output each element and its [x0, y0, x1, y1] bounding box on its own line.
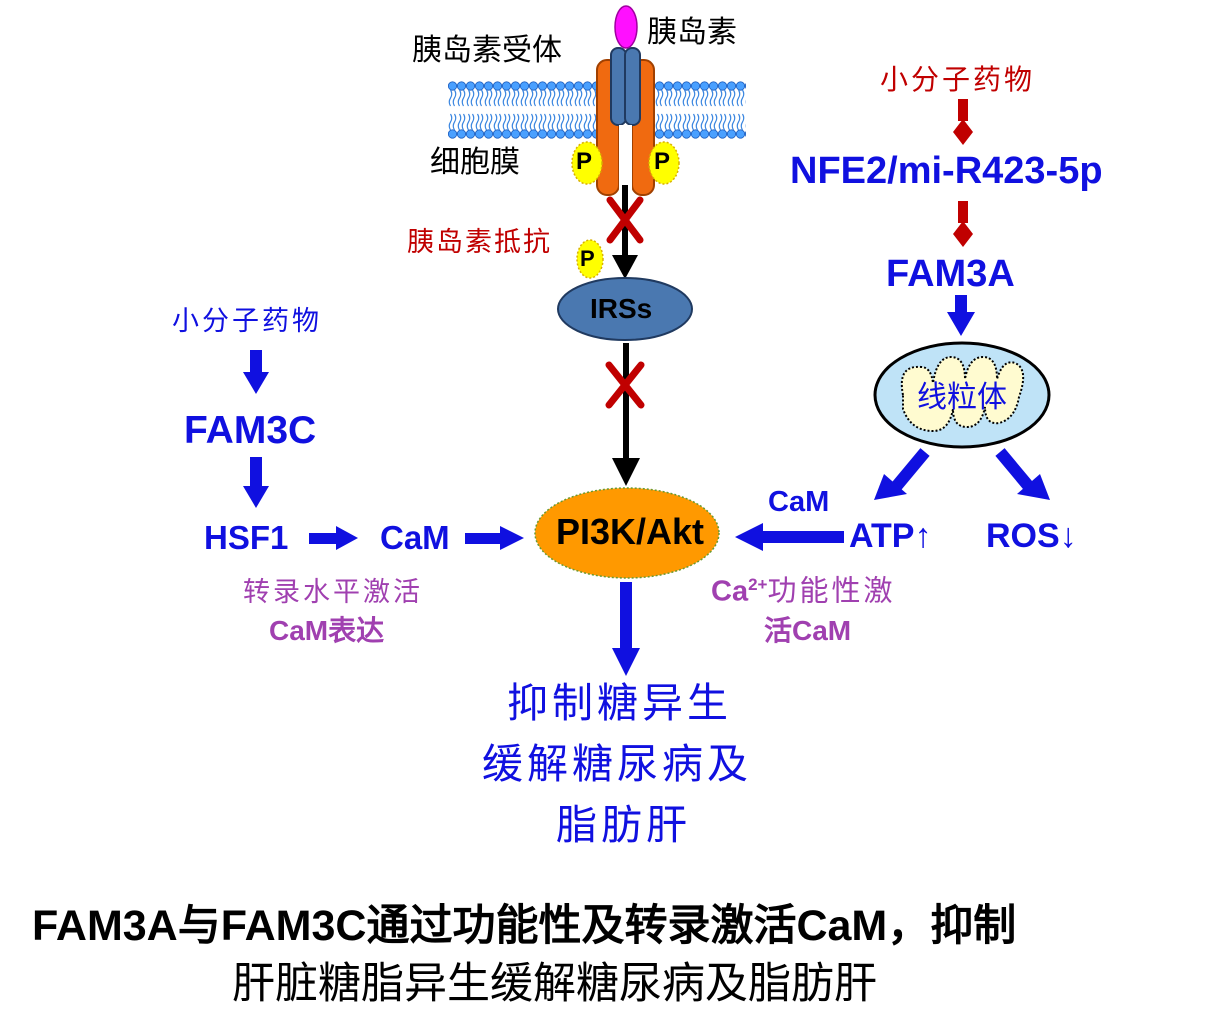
outcome-line3: 脂肪肝	[556, 801, 691, 849]
fam3c-label: FAM3C	[184, 409, 317, 452]
fam3a-label: FAM3A	[886, 253, 1015, 295]
atp-label: ATP↑	[849, 517, 932, 555]
arrow-cam-to-pi3k	[500, 526, 524, 550]
caption-line1: FAM3A与FAM3C通过功能性及转录激活CaM，抑制	[32, 902, 1017, 950]
arrow-atp-to-pi3k	[735, 523, 763, 551]
small-molecule-left-label: 小分子药物	[172, 306, 322, 337]
pi3k-to-outcome-arrow	[612, 648, 640, 676]
insulin-ligand	[614, 5, 638, 49]
pi3k-akt-label: PI3K/Akt	[556, 511, 705, 552]
phospho-irs-label: P	[580, 246, 595, 271]
ca-note-rest: 功能性激	[767, 573, 896, 608]
arrow-smallmol-to-fam3c	[243, 372, 269, 394]
cell-membrane-label: 细胞膜	[430, 145, 520, 180]
phospho-irs-circle	[576, 239, 604, 279]
mitochondria-shape	[873, 341, 1051, 449]
inhibit-smallmol-to-nfe2	[953, 119, 973, 145]
insulin-receptor-shape	[596, 47, 655, 196]
small-molecule-right-label: 小分子药物	[880, 63, 1036, 96]
mitochondria-label: 线粒体	[917, 380, 1007, 415]
pi3k-akt-ellipse	[534, 487, 720, 579]
ca-note-ca: Ca	[711, 575, 749, 608]
phospho-left-label: P	[576, 148, 593, 175]
membrane-left	[448, 80, 606, 140]
arrow-mito-to-atp	[874, 474, 907, 500]
hsf1-label: HSF1	[204, 519, 289, 556]
caption-line2: 肝脏糖脂异生缓解糖尿病及脂肪肝	[232, 959, 877, 1009]
block-x-2	[605, 361, 645, 409]
transcription-note-line2: CaM表达	[269, 617, 384, 645]
inhibit-nfe2-to-fam3a	[953, 221, 973, 247]
irss-ellipse	[557, 277, 693, 341]
outcome-line1: 抑制糖异生	[507, 679, 732, 727]
irss-label: IRSs	[590, 293, 653, 324]
insulin-label: 胰岛素	[647, 15, 737, 50]
membrane-right	[650, 80, 746, 140]
phospho-right-label: P	[654, 148, 671, 175]
transcription-note-line2-text: CaM表达	[269, 615, 385, 646]
cam-right-label: CaM	[768, 486, 830, 518]
arrow-fam3a-to-mito	[947, 312, 975, 336]
nfe2-label: NFE2/mi-R423-5p	[790, 150, 1103, 192]
phospho-right-circle	[648, 141, 680, 185]
ca-note-line1: Ca2+功能性激	[711, 576, 895, 607]
ca-note-line2-text: 活CaM	[764, 615, 852, 646]
arrow-fam3c-to-hsf1	[243, 486, 269, 508]
arrow-mito-to-ros	[1017, 474, 1050, 500]
outcome-line2: 缓解糖尿病及	[482, 740, 752, 788]
transcription-note-line1: 转录水平激活	[243, 577, 423, 608]
ca-note-sup: 2+	[748, 575, 768, 594]
phospho-left-circle	[571, 141, 603, 185]
block-x-1	[606, 196, 644, 244]
ros-label: ROS↓	[986, 517, 1077, 555]
insulin-receptor-label: 胰岛素受体	[412, 33, 562, 68]
insulin-resistance-label: 胰岛素抵抗	[407, 227, 552, 258]
arrow-hsf1-to-cam	[336, 526, 358, 550]
ca-note-line2: 活CaM	[764, 617, 851, 645]
cam-left-label: CaM	[380, 519, 450, 556]
